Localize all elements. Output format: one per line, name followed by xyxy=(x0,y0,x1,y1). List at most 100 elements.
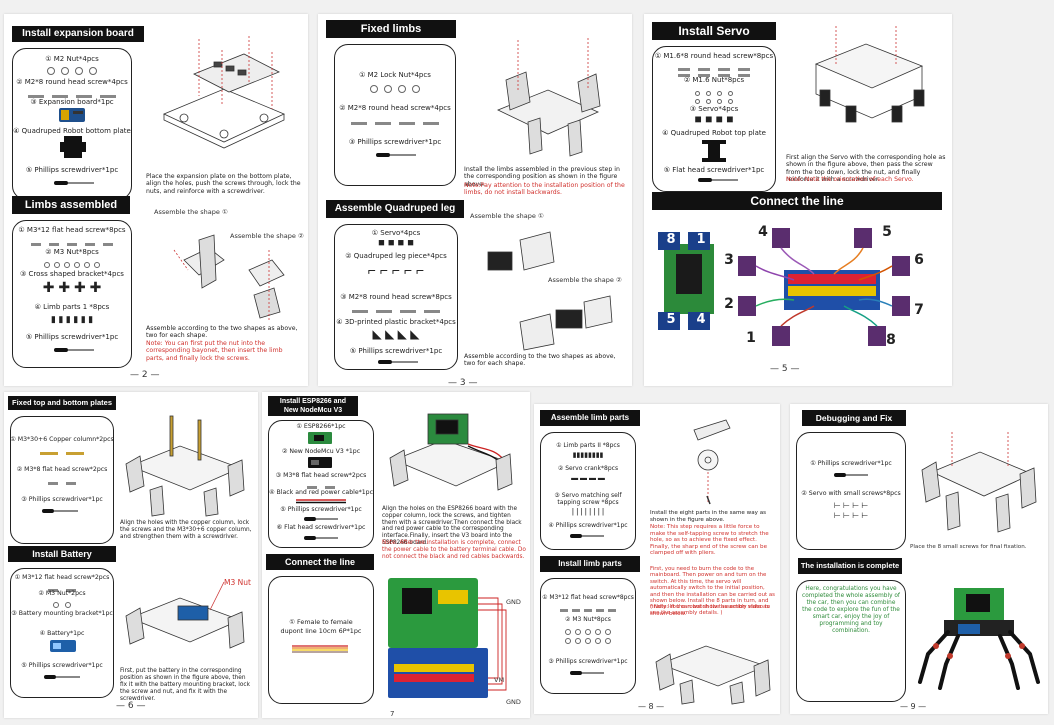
part-label: ③ Servo*4pcs xyxy=(689,105,739,113)
screw-icons xyxy=(10,476,114,486)
note-text: Note: You can first put the nut into the… xyxy=(146,340,283,362)
screwdriver-icon xyxy=(304,517,338,521)
part-label: ① ESP8266*1pc xyxy=(296,423,346,430)
parts-box xyxy=(334,44,456,186)
nut-icons xyxy=(10,599,114,609)
part-label: ② Servo crank*8pcs xyxy=(557,465,619,472)
servo-icons: ■ ■ ■ ■ xyxy=(694,112,734,126)
instruction-text: Install the eight parts in the same way … xyxy=(650,510,767,523)
screw-icons xyxy=(652,62,776,72)
screw-icons: | | | | | | | | xyxy=(571,507,605,516)
part-label: ④ 3D-printed plastic bracket*4pcs xyxy=(336,318,456,326)
section-title-assemble-limb-parts: Assemble limb parts xyxy=(540,410,640,426)
leg-piece-icons: ⌐ ⌐ ⌐ ⌐ ⌐ xyxy=(367,262,425,278)
part-label: ③ Cross shaped bracket*4pcs xyxy=(20,270,124,278)
part-label: ② Servo with small screws*8pcs xyxy=(801,490,901,497)
part-label: ① M3*12 flat head screw*8pcs xyxy=(18,226,126,234)
part-label: ① M3*12 flat head screw*2pcs xyxy=(14,574,110,581)
servo-number-6: 6 xyxy=(914,252,924,268)
part-label: ① Female to female xyxy=(289,618,353,626)
manual-page-5: Install Servo ① M1.6*8 round head screw*… xyxy=(644,14,952,386)
small-screw-icons: ⊢ ⊢ ⊢ ⊢ xyxy=(833,511,869,520)
parts-box xyxy=(540,578,636,694)
install-limb-illustration xyxy=(655,645,771,705)
manual-page-2: Install expansion board ① M2 Nut*4pcs ② … xyxy=(4,14,308,386)
screw-icons xyxy=(540,603,636,613)
manual-page-8: Assemble limb parts ① Limb parts II *8pc… xyxy=(534,404,780,714)
part-label: ① Servo*4pcs xyxy=(371,229,421,237)
note-text: Note:Pay attention to the installation p… xyxy=(464,182,625,197)
screw-icons xyxy=(652,68,776,78)
part-label: ③ Phillips screwdriver*1pc xyxy=(548,658,628,665)
part-label: ① M3*12 flat head screw*8pcs xyxy=(542,594,634,601)
completion-message: Here, congratulations you have completed… xyxy=(802,586,900,634)
note-text: Note: After the installation is complete… xyxy=(382,540,526,560)
parts-box xyxy=(796,432,906,550)
section-title-install-limb-parts: Install limb parts xyxy=(540,556,640,572)
part-label: ① Phillips screwdriver*1pc xyxy=(810,460,892,467)
screwdriver-icon xyxy=(570,534,604,538)
screw-icons xyxy=(334,304,458,314)
expansion-board-icon xyxy=(59,108,85,122)
screw-icons xyxy=(12,237,132,247)
part-label: ① M2 Nut*4pcs xyxy=(45,55,99,63)
completed-robot-illustration xyxy=(918,588,1040,690)
servo-number-2: 2 xyxy=(724,296,734,312)
nut-icons xyxy=(540,635,636,645)
fixed-plates-illustration xyxy=(125,415,245,517)
screwdriver-icon xyxy=(42,509,78,513)
power-cable-icon xyxy=(296,499,346,504)
instruction-text: Install the limbs assembled in the previ… xyxy=(464,166,620,188)
section-title-limbs-assembled: Limbs assembled xyxy=(12,196,130,214)
servo-number-8b: 8 xyxy=(886,332,896,348)
screwdriver-icon xyxy=(54,348,94,352)
part-label: ④ Phillips screwdriver*1pc xyxy=(548,522,628,529)
nodemcu-board-icon xyxy=(308,457,332,468)
screw-icons xyxy=(12,89,132,99)
instruction-text: First, put the battery in the correspond… xyxy=(120,668,250,702)
esp8266-install-illustration xyxy=(389,413,513,491)
section-title-fixed-limbs: Fixed limbs xyxy=(326,20,456,38)
quadruped-leg-illustration xyxy=(487,231,613,351)
servo-number-7: 7 xyxy=(914,302,924,318)
part-label: ④ Quadruped Robot bottom plate xyxy=(13,127,131,135)
part-label: ② M3 Nut*8pcs xyxy=(45,248,99,256)
limb-part-icons: ▮▮▮▮▮▮▮▮ xyxy=(572,452,604,459)
esp8266-board-icon xyxy=(308,432,332,444)
screw-icons xyxy=(268,480,374,490)
battery-icon xyxy=(50,640,76,652)
bracket-icons: ◣ ◣ ◣ ◣ xyxy=(372,327,420,341)
section-title-connect-the-line: Connect the line xyxy=(266,554,374,570)
page-number: — 9 — xyxy=(900,702,927,711)
instruction-text: Place the 8 small screws for final fixat… xyxy=(910,544,1027,550)
part-label: ② M2*8 round head screw*4pcs xyxy=(339,104,451,112)
cross-bracket-icons: ✚ ✚ ✚ ✚ xyxy=(42,279,102,295)
limb-part-icons: ▮ ▮ ▮ ▮ ▮ ▮ xyxy=(50,314,94,324)
nut-icons xyxy=(652,87,776,97)
small-screw-icons: ⊢ ⊢ ⊢ ⊢ xyxy=(833,501,869,510)
part-label: ① M1.6*8 round head screw*8pcs xyxy=(654,52,774,60)
part-label: ⑤ Phillips screwdriver*1pc xyxy=(349,347,443,355)
part-label: dupont line 10cm 6P*1pc xyxy=(280,627,362,635)
debugging-illustration xyxy=(921,432,1037,533)
note-text: First, you need to burn the code to the … xyxy=(650,566,775,617)
section-title-debugging-and-fix: Debugging and Fix xyxy=(802,410,906,426)
part-label: ② M2*8 round head screw*4pcs xyxy=(16,78,128,86)
parts-box xyxy=(268,576,374,704)
part-label: ③ Phillips screwdriver*1pc xyxy=(21,496,103,503)
nut-icons xyxy=(540,626,636,636)
parts-box xyxy=(540,432,636,550)
shape-2-label: Assemble the shape ② xyxy=(548,276,622,284)
page-number: — 6 — xyxy=(116,701,146,711)
section-title-assemble-quadruped-leg: Assemble Quadruped leg xyxy=(326,200,464,218)
fixed-limbs-illustration xyxy=(497,38,601,157)
part-label: ② M3 Nut*2pcs xyxy=(38,590,86,597)
limb-crank-illustration xyxy=(693,419,731,505)
page-number: — 8 — xyxy=(638,702,665,711)
section-title-installation-complete: The installation is complete xyxy=(798,558,902,574)
servo-number-3: 3 xyxy=(724,252,734,268)
part-label: ⑤ Phillips screwdriver*1pc xyxy=(25,166,119,174)
screwdriver-icon xyxy=(378,360,418,364)
parts-box xyxy=(12,220,132,368)
instruction-text: Place the expansion plate on the bottom … xyxy=(146,173,301,195)
